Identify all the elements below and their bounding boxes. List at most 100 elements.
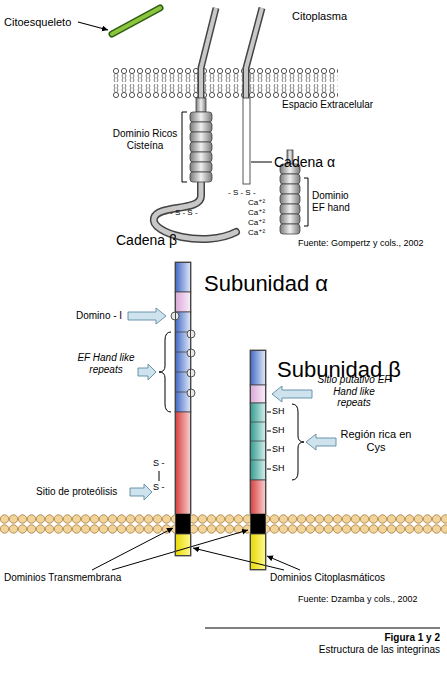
alpha-subunit-bar (175, 514, 191, 534)
ef-hand-domain (280, 204, 300, 214)
annotation-label: Dominios Transmembrana (4, 572, 121, 584)
annotation-label: Ca⁺² (248, 228, 265, 237)
annotation-label: EF Hand like repeats (76, 352, 136, 375)
cytoplasmic-tail (246, 8, 262, 98)
annotation-label: SH (272, 463, 285, 473)
subunit-bar: Subunidad α (175, 262, 191, 556)
figure-caption: Figura 1 y 2 (384, 632, 440, 644)
annotation-label: Cadena β (116, 232, 177, 248)
caption-rule (205, 628, 440, 629)
annotation-label: - S - S - (170, 208, 198, 217)
alpha-chain (251, 162, 272, 163)
ef-hand-domain (280, 224, 300, 234)
cytoskeleton-rod (112, 8, 160, 34)
ef-hand-domain (280, 214, 300, 224)
cytoplasmic-tail (201, 8, 216, 98)
annotation-label: Fuente: Dzamba y cols., 2002 (298, 594, 418, 604)
alpha-subunit-bar (175, 412, 191, 514)
cell-membrane (0, 514, 447, 534)
caption-rule (205, 628, 440, 629)
cytoplasmic-tail (201, 8, 216, 98)
beta-subunit-bar (250, 422, 266, 423)
alpha-subunit-bar (187, 330, 195, 338)
block-arrow (138, 364, 156, 380)
beta-subunit-bar (267, 412, 271, 413)
beta-subunit-bar (250, 403, 266, 480)
beta-chain (154, 182, 236, 239)
alpha-subunit-bar (171, 262, 195, 556)
beta-chain (190, 122, 212, 132)
ef-hand-domain (280, 184, 300, 194)
cytoskeleton-rod (112, 8, 160, 34)
annotation-label: Ca⁺² (248, 208, 265, 217)
annotation-label: Espacio Extracelular (282, 99, 373, 111)
beta-subunit-bar (250, 350, 266, 385)
lipid-bilayer (112, 68, 338, 98)
subunit-heading: Subunidad α (204, 273, 328, 295)
annotation-label: Región rica en Cys (340, 428, 412, 453)
beta-subunit-bar (250, 350, 271, 570)
beta-subunit-bar (250, 385, 266, 403)
alpha-subunit-bar (175, 534, 191, 556)
alpha-subunit-bar (187, 389, 195, 397)
bracket (182, 112, 187, 182)
block-arrow (306, 434, 336, 450)
beta-chain (154, 98, 236, 239)
leader-line (112, 530, 248, 570)
beta-subunit-bar (267, 450, 271, 451)
annotation-label: Fuente: Gompertz y cols., 2002 (298, 238, 424, 248)
annotation-label: Citoesqueleto (4, 16, 71, 29)
beta-subunit-bar (250, 514, 266, 534)
ef-hand-domain (280, 194, 300, 204)
annotation-label: Cadena α (274, 154, 335, 170)
annotation-label: SH (272, 444, 285, 454)
bracket (304, 178, 308, 226)
beta-chain (190, 162, 212, 172)
ef-hand-domain (280, 174, 300, 184)
alpha-subunit-bar (187, 349, 195, 357)
curly-brace (159, 332, 304, 480)
block-arrow (272, 386, 312, 402)
annotation-label: Dominio Ricos Cisteína (110, 128, 180, 151)
beta-subunit-bar (267, 431, 271, 432)
pointer-arrow (78, 22, 108, 30)
curly-brace (159, 332, 171, 412)
leader-line (193, 548, 284, 570)
annotation-label: Domino - I (76, 310, 122, 322)
annotation-label: - S - S - (228, 188, 256, 197)
cell-membrane (0, 514, 447, 534)
block-arrow (128, 308, 336, 500)
beta-subunit-bar (250, 441, 266, 442)
leader-line (267, 556, 300, 570)
block-arrow (130, 484, 152, 500)
alpha-chain (243, 98, 250, 184)
annotation-label: Citoplasma (292, 10, 347, 23)
annotation-label: Dominio EF hand (312, 190, 364, 213)
annotation-label: Sitio putativo EF Hand like repeats (316, 374, 392, 409)
beta-chain (196, 98, 206, 112)
lipid-bilayer (112, 68, 338, 98)
annotation-label: Sitio de proteólisis (36, 486, 117, 498)
annotation-label: SH (272, 406, 285, 416)
annotation-label: Ca⁺² (248, 218, 265, 227)
beta-chain (190, 172, 212, 182)
beta-chain (190, 142, 212, 152)
block-arrow (128, 308, 166, 324)
alpha-subunit-bar (175, 292, 191, 312)
subunit-bar: Subunidad β (250, 350, 266, 570)
alpha-subunit-bar (175, 262, 191, 292)
annotation-label: SH (272, 425, 285, 435)
beta-subunit-bar (267, 469, 271, 470)
cytoplasmic-tail (201, 8, 262, 98)
alpha-subunit-bar (187, 369, 195, 377)
curly-brace (292, 404, 304, 480)
disulfide-mark (159, 471, 160, 481)
leader-line (92, 528, 300, 570)
alpha-chain (243, 98, 272, 184)
beta-chain (190, 112, 212, 122)
annotation-label: Dominios Citoplasmáticos (270, 572, 385, 584)
pointer-arrow (78, 22, 108, 30)
beta-subunit-bar (250, 460, 266, 461)
annotation-label: S - (153, 458, 165, 468)
cytoplasmic-tail (246, 8, 262, 98)
